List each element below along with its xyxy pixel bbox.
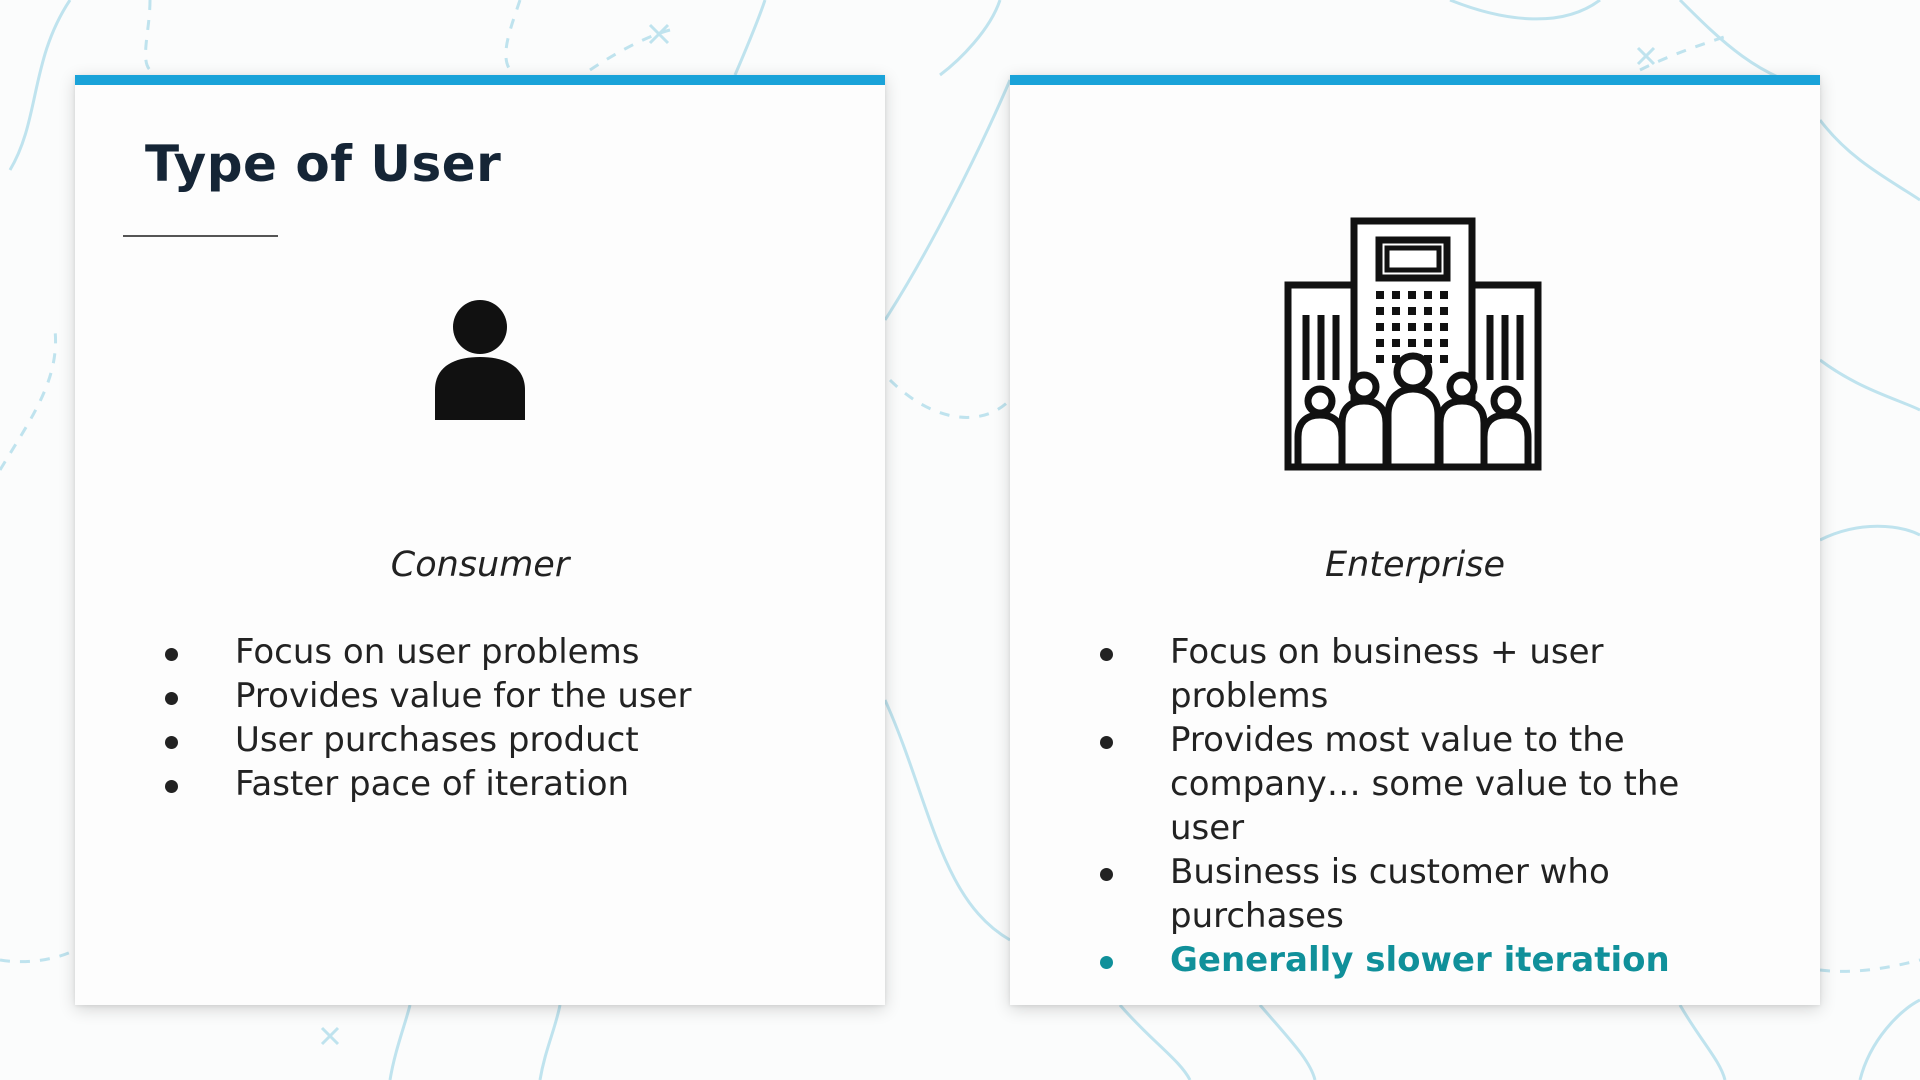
list-item: Business is customer who purchases bbox=[1100, 850, 1740, 938]
consumer-bullet-list: Focus on user problems Provides value fo… bbox=[165, 630, 845, 806]
enterprise-bullet-list: Focus on business + user problems Provid… bbox=[1100, 630, 1740, 982]
consumer-card: Type of User Consumer Focus on user prob… bbox=[75, 75, 885, 1005]
highlighted-list-item: Generally slower iteration bbox=[1100, 938, 1740, 982]
list-item: Focus on business + user problems bbox=[1100, 630, 1740, 718]
person-icon bbox=[435, 300, 525, 420]
enterprise-building-icon bbox=[1284, 217, 1542, 471]
enterprise-card: Enterprise Focus on business + user prob… bbox=[1010, 75, 1820, 1005]
list-item: Provides most value to the company… some… bbox=[1100, 718, 1740, 850]
consumer-label: Consumer bbox=[390, 545, 570, 585]
list-item: User purchases product bbox=[165, 718, 845, 762]
consumer-icon-wrapper bbox=[75, 300, 885, 425]
enterprise-label: Enterprise bbox=[1324, 545, 1506, 585]
title-underline bbox=[123, 235, 278, 237]
slide-title: Type of User bbox=[145, 135, 502, 193]
list-item: Focus on user problems bbox=[165, 630, 845, 674]
enterprise-icon-wrapper bbox=[1010, 215, 1820, 482]
list-item: Provides value for the user bbox=[165, 674, 845, 718]
list-item: Faster pace of iteration bbox=[165, 762, 845, 806]
